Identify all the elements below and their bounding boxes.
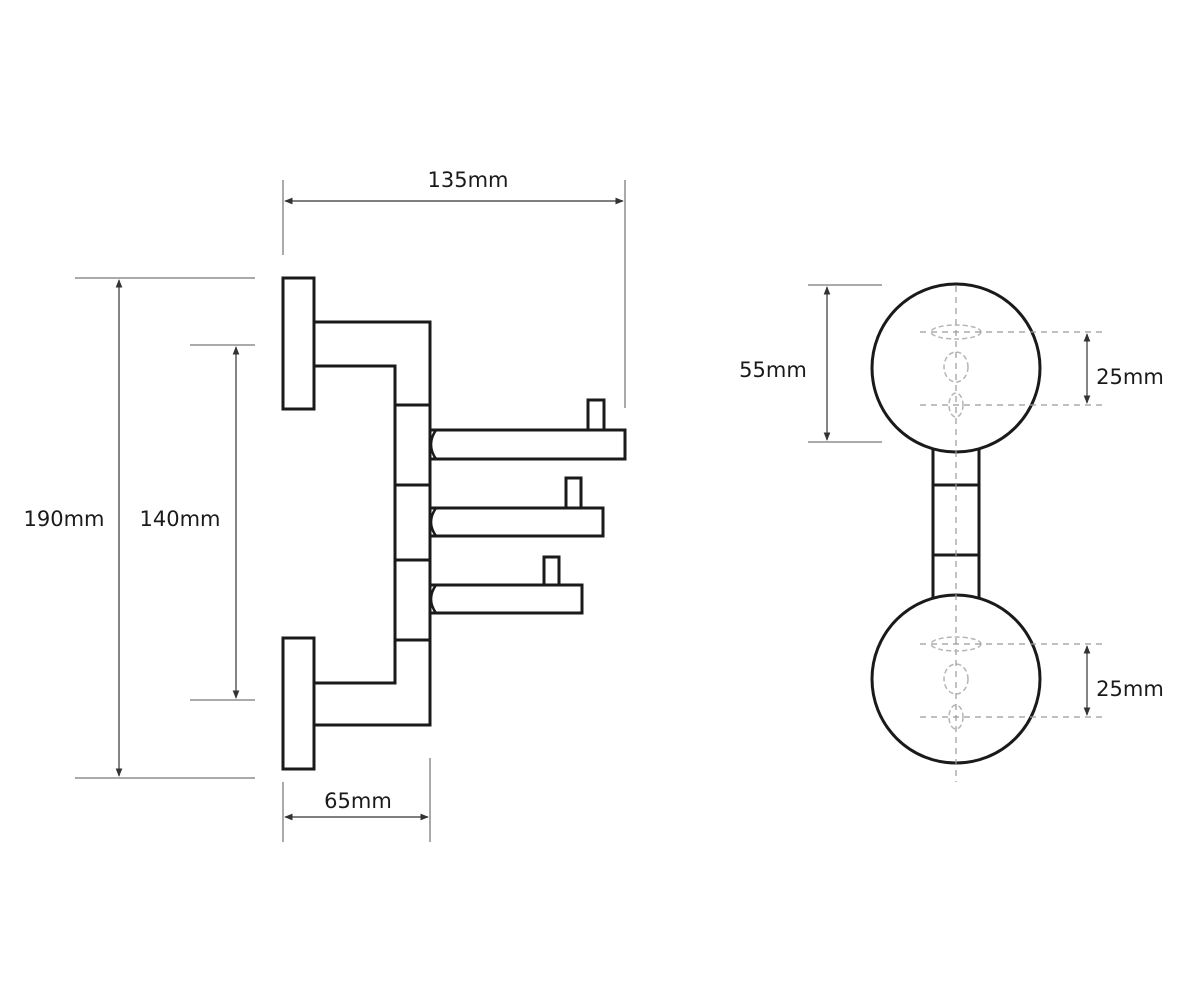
wall-to-pivot-label: 65mm [324,789,392,813]
lower-screw-hole [948,704,964,730]
upper-center-hole [943,351,969,383]
swivel-arm-1 [428,428,627,461]
arm-1-peg [586,398,606,432]
pivot-segment-2 [393,483,432,562]
upper-bracket [312,320,432,407]
lower-center-hole [943,663,969,695]
front-view: 55mm 25mm 25mm [739,282,1164,782]
swivel-arm-3 [428,583,584,615]
arm-3-peg [542,555,561,587]
pivot-segment-1 [393,403,432,487]
width-overall-label: 135mm [428,168,509,192]
lower-hole-spacing-label: 25mm [1096,677,1164,701]
swivel-arm-2 [428,506,605,538]
lower-bracket [312,638,432,727]
upper-screw-hole [948,392,964,418]
rosette-height-label: 55mm [739,358,807,382]
height-overall-label: 190mm [24,507,105,531]
upper-wall-plate [281,276,316,411]
side-view: 135mm 190mm 140mm 65mm [24,168,627,842]
upper-hole-spacing-label: 25mm [1096,365,1164,389]
arm-2-peg [564,476,583,510]
lower-wall-plate [281,636,316,771]
pivot-segment-3 [393,558,432,642]
mount-spacing-label: 140mm [140,507,221,531]
